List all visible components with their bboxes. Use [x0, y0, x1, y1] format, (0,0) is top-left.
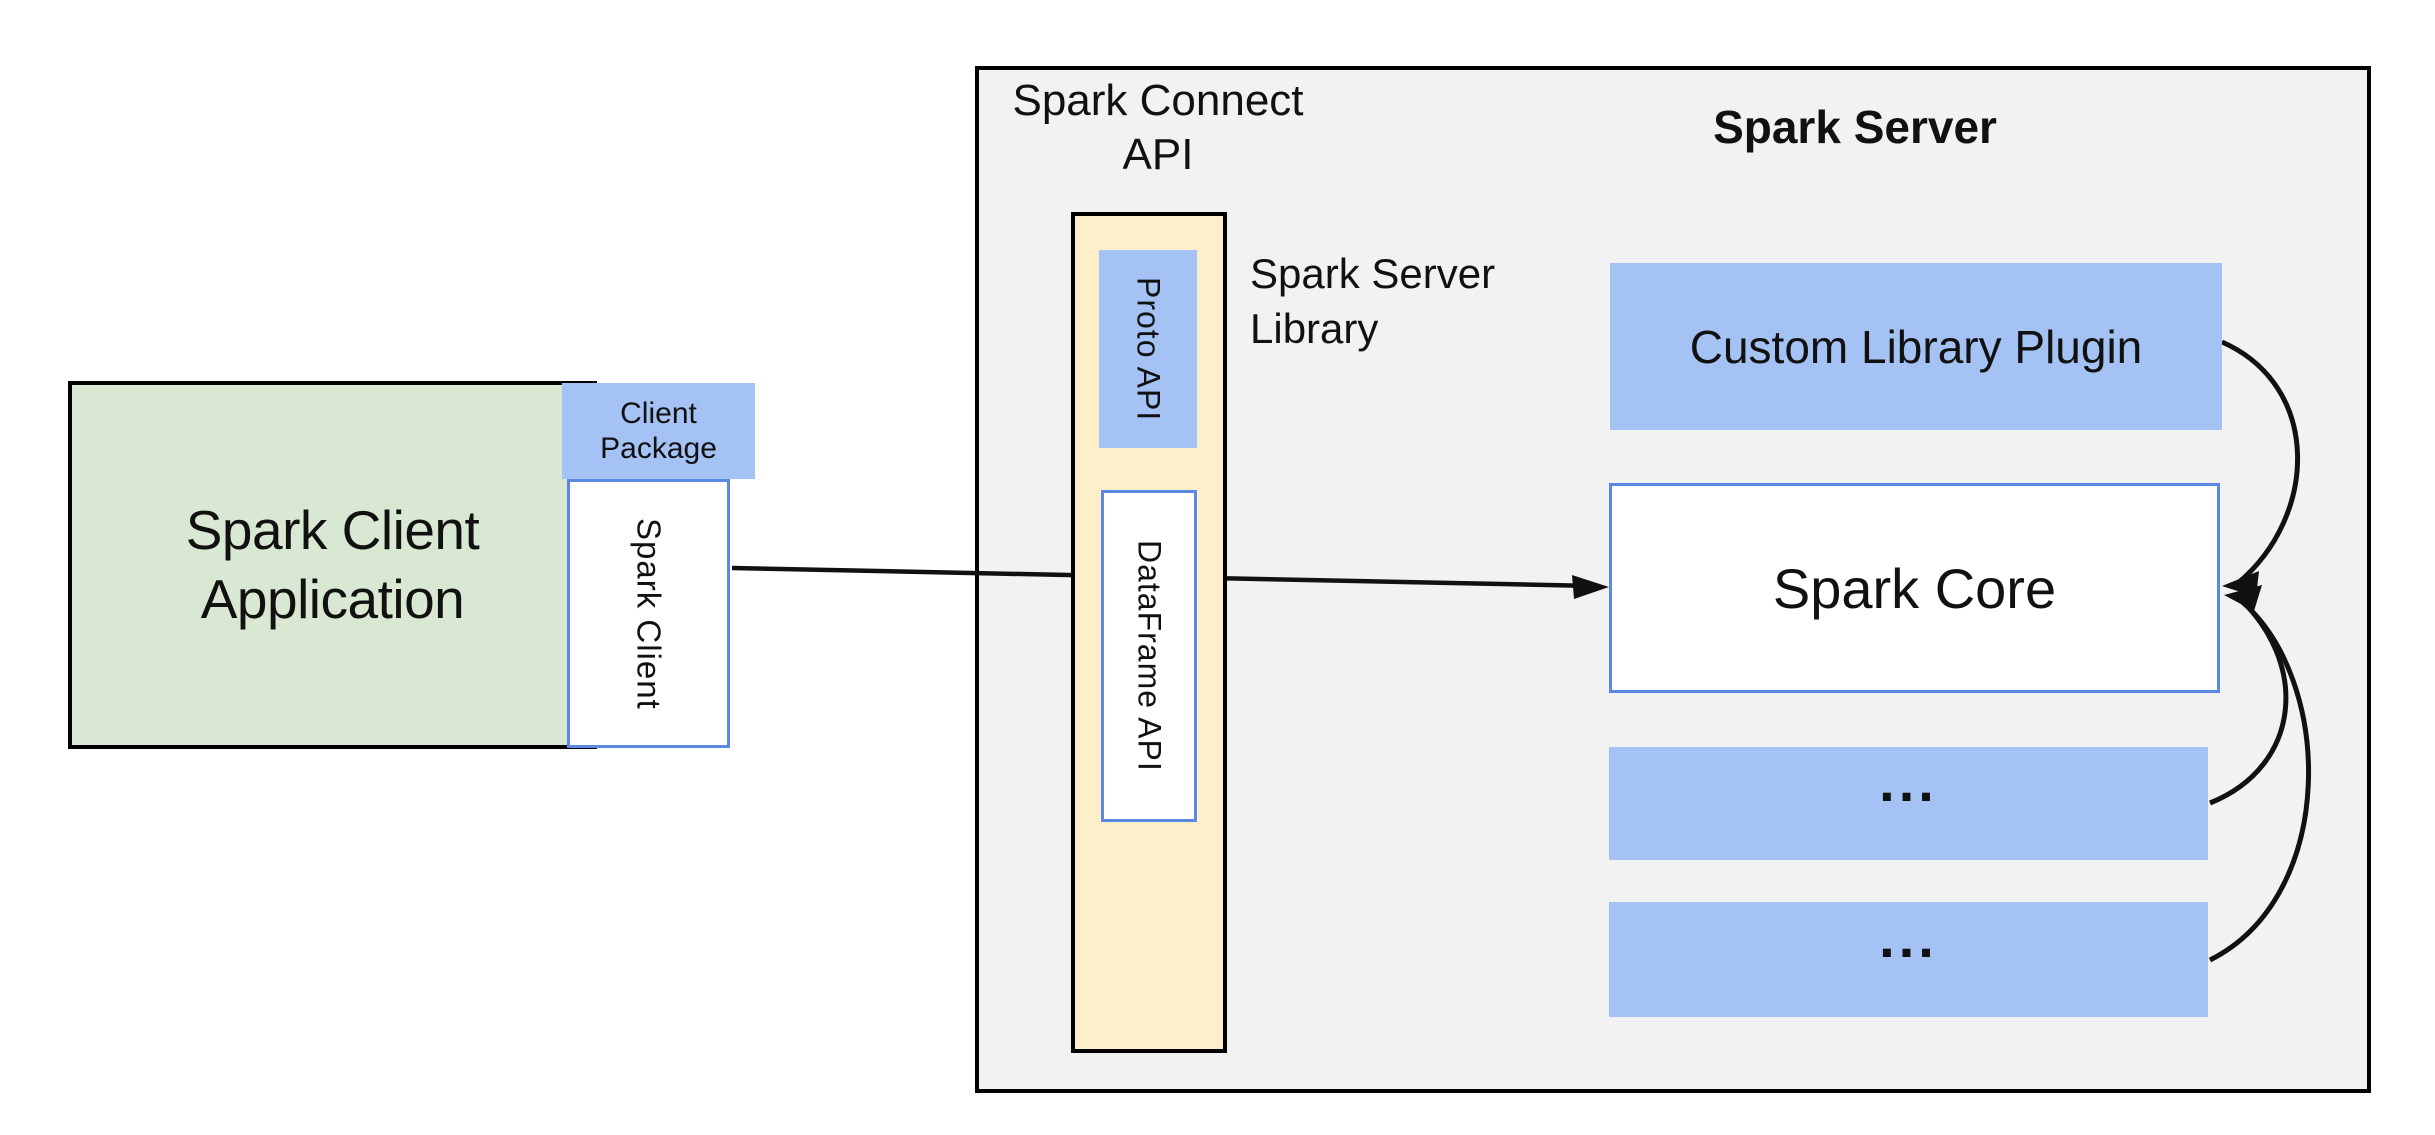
server-module-1-label: ...: [1879, 749, 1938, 813]
server-module-box-1: ...: [1609, 747, 2208, 860]
client-package-label-line2: Package: [600, 432, 717, 465]
server-module-box-2: ...: [1609, 902, 2208, 1017]
dataframe-api-box: DataFrame API: [1101, 490, 1197, 822]
client-package-box: Client Package: [562, 383, 755, 479]
spark-server-title: Spark Server: [1713, 101, 1997, 153]
proto-api-label: Proto API: [1130, 276, 1167, 422]
spark-server-library-label-line1: Spark Server: [1250, 250, 1496, 297]
custom-library-plugin-box: Custom Library Plugin: [1610, 263, 2222, 430]
spark-client-application-label: Spark Client Application: [186, 496, 480, 634]
spark-client-box: Spark Client: [567, 479, 730, 748]
spark-client-label: Spark Client: [630, 517, 668, 710]
spark-server-library-label: Spark Server Library: [1250, 246, 1670, 356]
client-package-label: Client Package: [600, 396, 717, 466]
server-module-2-label: ...: [1879, 905, 1938, 969]
spark-client-application-box: Spark Client Application: [68, 381, 597, 749]
dataframe-api-label: DataFrame API: [1131, 540, 1168, 772]
spark-server-library-label-line2: Library: [1250, 305, 1379, 353]
spark-client-application-label-line1: Spark Client: [185, 499, 480, 562]
spark-connect-api-title-line2: API: [1122, 129, 1194, 179]
spark-core-box: Spark Core: [1609, 483, 2220, 693]
spark-core-label: Spark Core: [1772, 556, 2057, 620]
proto-api-box: Proto API: [1099, 250, 1197, 448]
custom-library-plugin-label: Custom Library Plugin: [1689, 320, 2143, 373]
spark-client-application-label-line2: Application: [200, 568, 465, 630]
client-package-label-line1: Client: [620, 396, 697, 430]
spark-connect-api-title: Spark Connect API: [958, 74, 1358, 181]
spark-connect-api-title-line1: Spark Connect: [1012, 76, 1304, 125]
